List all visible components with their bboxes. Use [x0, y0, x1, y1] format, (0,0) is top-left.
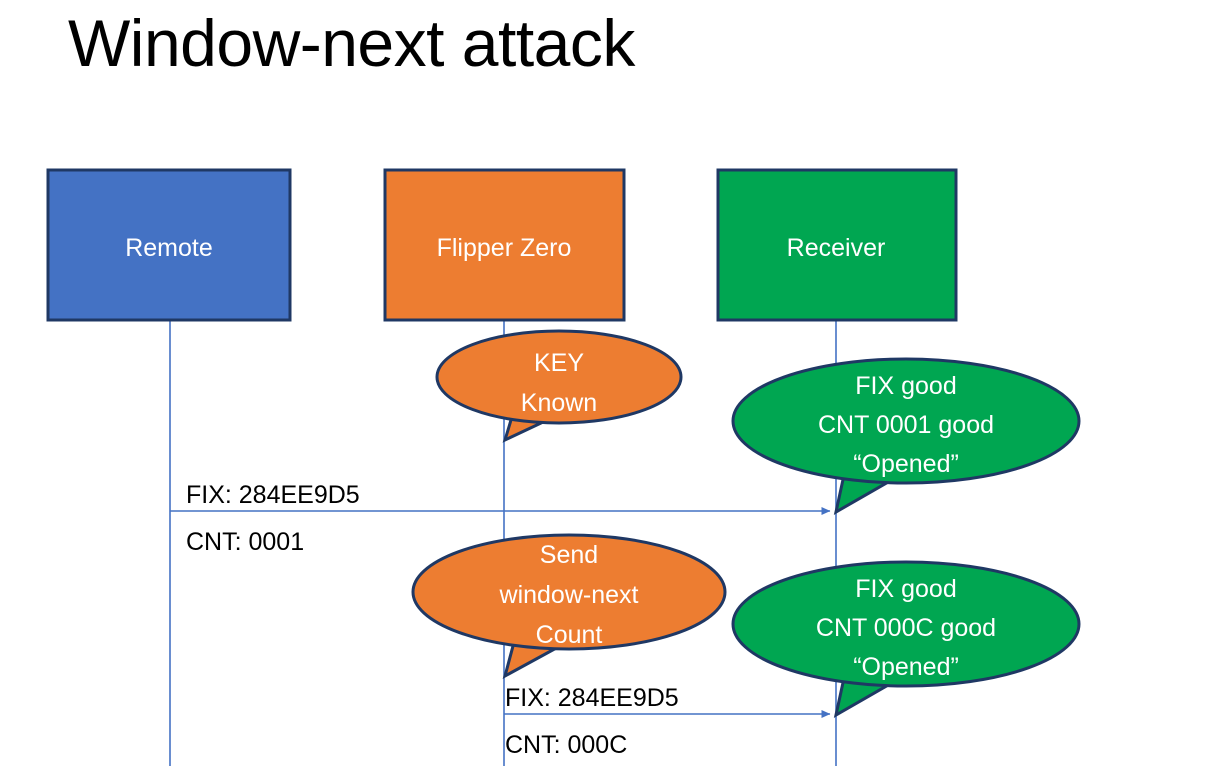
actor-box-flipper-zero[interactable] — [383, 168, 626, 322]
callout-key-known[interactable]: KEY Known — [435, 329, 683, 443]
callout-line-3: Count — [536, 621, 603, 649]
page-title: Window-next attack — [68, 6, 635, 80]
message-label-fix: FIX: 284EE9D5 — [186, 481, 360, 509]
callout-line-2: Known — [521, 389, 597, 417]
callout-fix-good-0001[interactable]: FIX good CNT 0001 good “Opened” — [731, 357, 1081, 515]
message-label-fix: FIX: 284EE9D5 — [505, 684, 679, 712]
callout-line-2: CNT 0001 good — [818, 411, 994, 439]
actor-receiver[interactable]: Receiver — [716, 168, 958, 322]
actor-remote[interactable]: Remote — [46, 168, 292, 322]
actor-label-flipper-zero: Flipper Zero — [437, 234, 572, 262]
callout-line-3: “Opened” — [853, 653, 959, 681]
callout-line-3: “Opened” — [853, 450, 959, 478]
callout-line-1: FIX good — [855, 372, 956, 400]
actor-box-receiver[interactable] — [716, 168, 958, 322]
callout-fix-good-000c[interactable]: FIX good CNT 000C good “Opened” — [731, 560, 1081, 718]
callout-bubble[interactable] — [411, 533, 727, 651]
callout-line-2: window-next — [499, 581, 639, 609]
callout-bubble[interactable] — [731, 357, 1081, 485]
message-remote-to-receiver: FIX: 284EE9D5 CNT: 0001 — [170, 481, 831, 556]
message-label-cnt: CNT: 000C — [505, 731, 627, 759]
callout-bubble[interactable] — [731, 560, 1081, 688]
callout-line-1: FIX good — [855, 575, 956, 603]
actor-label-remote: Remote — [125, 234, 213, 262]
callout-line-1: Send — [540, 541, 598, 569]
actor-label-receiver: Receiver — [787, 234, 886, 262]
actor-flipper-zero[interactable]: Flipper Zero — [383, 168, 626, 322]
callout-bubble[interactable] — [435, 329, 683, 425]
callout-line-2: CNT 000C good — [816, 614, 996, 642]
callout-line-1: KEY — [534, 349, 584, 377]
callout-send-window-next[interactable]: Send window-next Count — [411, 533, 727, 679]
actor-box-remote[interactable] — [46, 168, 292, 322]
message-flipper-to-receiver: FIX: 284EE9D5 CNT: 000C — [504, 684, 831, 759]
message-label-cnt: CNT: 0001 — [186, 528, 304, 556]
